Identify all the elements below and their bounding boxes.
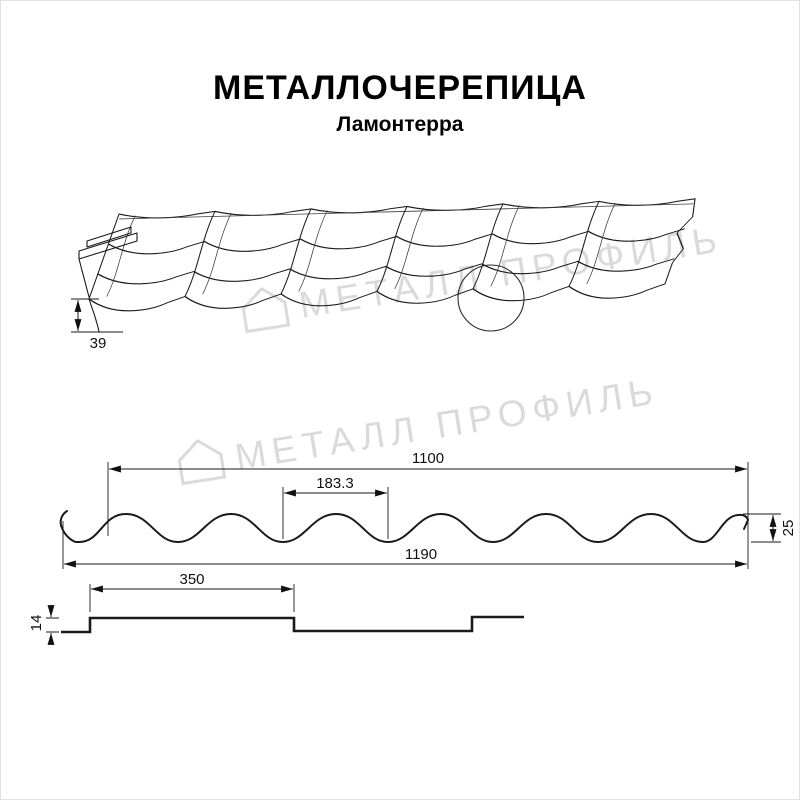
extension-lines — [46, 617, 59, 633]
house-logo-icon — [241, 286, 291, 334]
watermark-upper: МЕТАЛЛ ПРОФИЛЬ — [241, 218, 725, 334]
step-profile-view: 350 14 — [28, 571, 524, 645]
front-edge-face — [88, 298, 100, 333]
sheet-column-lines — [184, 200, 600, 298]
house-logo-icon — [177, 438, 227, 486]
dimension-1100: 1100 — [107, 450, 749, 569]
extension-lines — [71, 298, 123, 333]
profile-curve — [59, 510, 750, 544]
page-subtitle: Ламонтерра — [336, 113, 464, 136]
dimension-350: 350 — [89, 571, 295, 612]
extension-lines — [282, 487, 389, 539]
dimension-14: 14 — [28, 605, 59, 645]
dimension-183: 183.3 — [282, 475, 389, 539]
sheet-row-line-1 — [107, 228, 685, 255]
sheet-wave-shoulder-lines — [106, 202, 616, 297]
dimension-25: 25 — [743, 513, 797, 543]
dimension-1100-label: 1100 — [412, 450, 444, 467]
sheet-break-line — [664, 198, 696, 285]
sheet-row-line-2 — [97, 258, 675, 285]
dimension-183-label: 183.3 — [316, 475, 354, 492]
extension-lines — [107, 462, 749, 569]
detail-circle — [457, 264, 525, 332]
extension-lines — [89, 584, 295, 612]
dimension-1190: 1190 — [62, 521, 747, 569]
dimension-39-label: 39 — [90, 335, 107, 352]
perspective-view: 39 — [71, 198, 696, 352]
dimension-1190-label: 1190 — [405, 546, 437, 563]
step-profile-line — [61, 615, 524, 634]
cross-section-view: 1100 183.3 25 1190 — [59, 450, 797, 569]
dimension-350-label: 350 — [179, 571, 204, 588]
sheet-top-edge-inner — [119, 203, 694, 220]
extension-lines — [743, 513, 781, 543]
starter-strip — [78, 226, 138, 298]
dimension-39: 39 — [71, 298, 123, 352]
sheet-left-edge — [88, 213, 120, 300]
dimension-14-label: 14 — [28, 615, 45, 632]
watermark-text: МЕТАЛЛ ПРОФИЛЬ — [232, 370, 661, 477]
page-title: МЕТАЛЛОЧЕРЕПИЦА — [213, 69, 587, 107]
dimension-25-label: 25 — [780, 520, 797, 537]
